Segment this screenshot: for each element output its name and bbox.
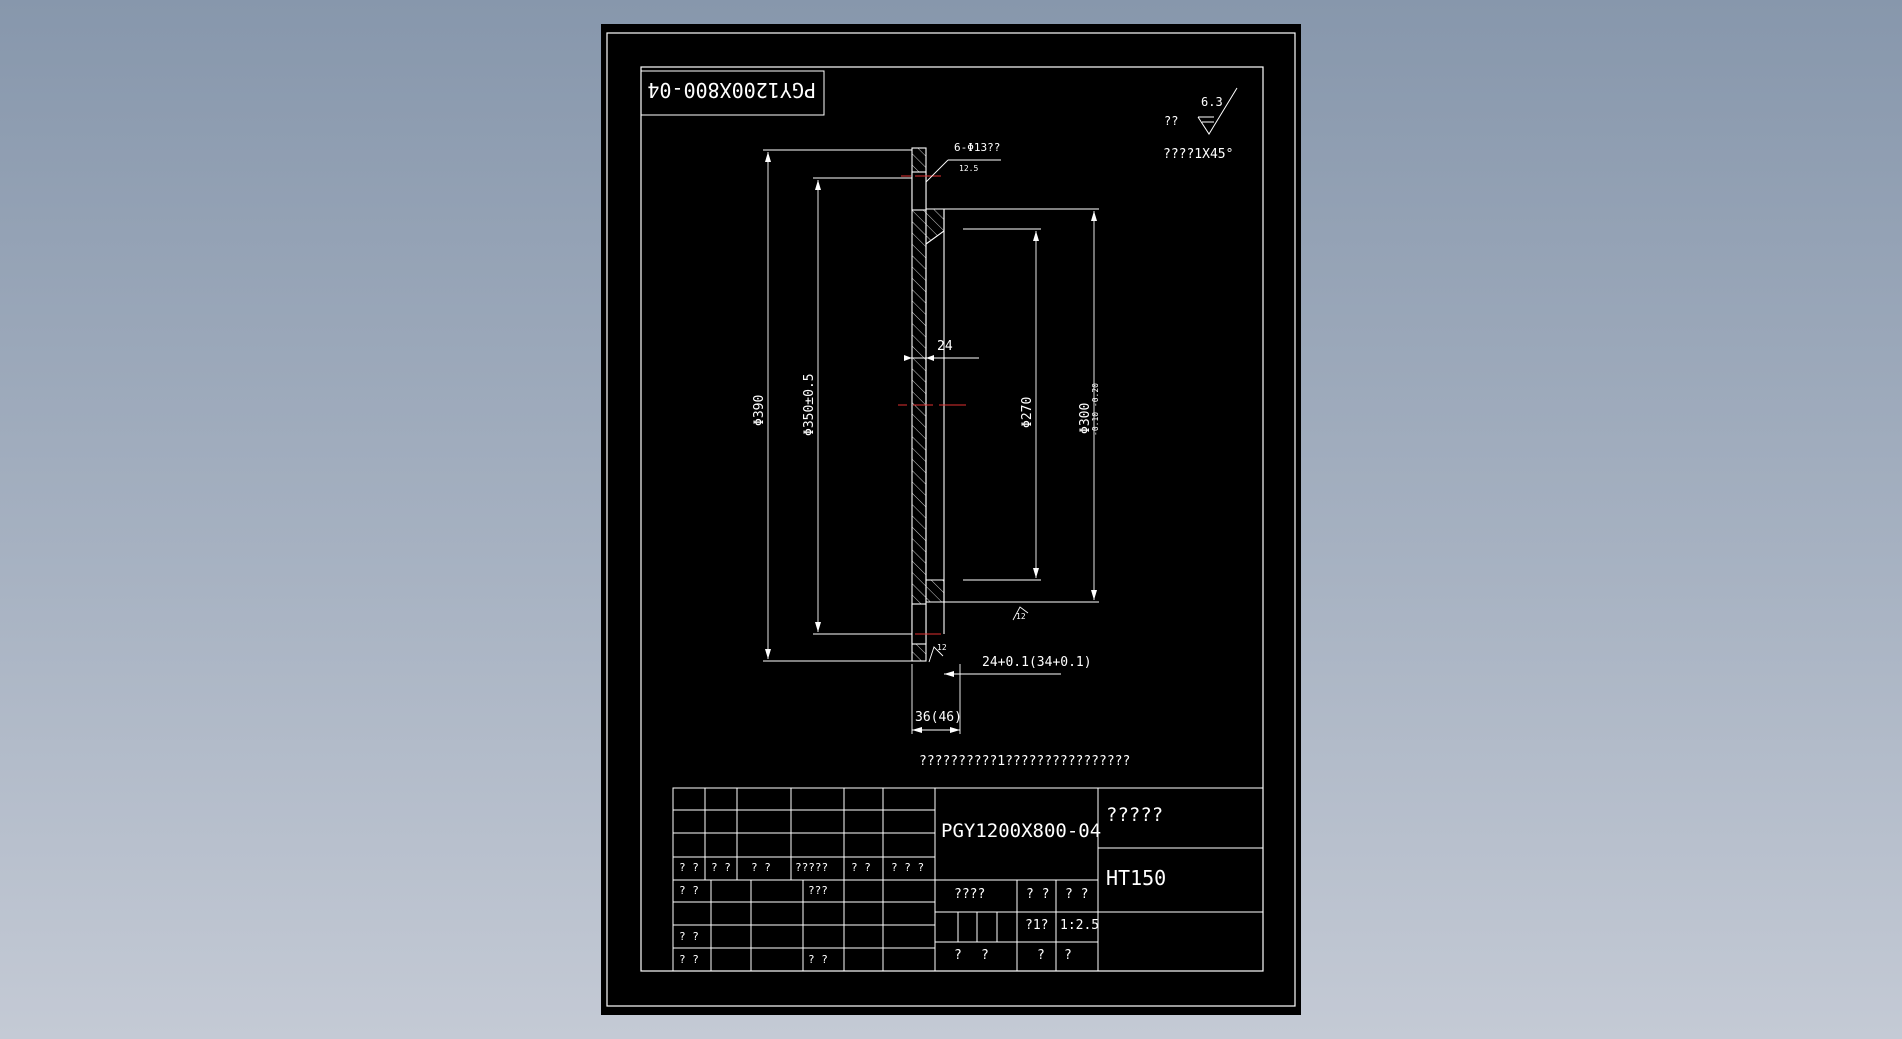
title-scale-label: ? ? (1065, 887, 1089, 902)
title-label-6: ? ? ? (891, 861, 925, 874)
chamfer-note: ????1X45° (1163, 147, 1234, 162)
bottom-roughness: 12 (1016, 612, 1026, 621)
title-label-4: ????? (795, 861, 829, 874)
title-extra-label: ??? (808, 884, 828, 897)
roughness-value: 6.3 (1201, 95, 1223, 109)
drawing-sheet: PGY1200X800-04 ?? 6.3 ????1X45° 6-Φ13?? … (601, 24, 1301, 1015)
title-material: HT150 (1106, 866, 1167, 890)
title-part-number: PGY1200X800-04 (941, 820, 1102, 842)
title-left-label-3: ? ? (679, 953, 699, 966)
title-sheet-count: ?1? (1025, 918, 1049, 933)
dim-d390: Φ390 (752, 394, 767, 426)
title-label-5: ? ? (851, 861, 871, 874)
lower-boss (925, 579, 945, 603)
title-label-3: ? ? (751, 861, 771, 874)
upper-boss (925, 208, 945, 246)
title-stage-label: ???? (954, 887, 986, 902)
title-bottom-label-4: ? (1064, 948, 1072, 963)
title-bottom-label-1: ? (954, 948, 962, 963)
title-left-label-1: ? ? (679, 884, 699, 897)
title-weight-label: ? ? (1026, 887, 1050, 902)
title-bottom-label-2: ? (981, 948, 989, 963)
dimension-lines (763, 149, 1099, 734)
outer-frame (606, 32, 1296, 1007)
part-number-mirrored: PGY1200X800-04 (647, 78, 816, 102)
drawing-canvas (606, 32, 1296, 1007)
lower-hole-section (911, 603, 927, 645)
dim-d270: Φ270 (1020, 396, 1035, 428)
centerlines (898, 175, 966, 635)
title-scale-value: 1:2.5 (1060, 918, 1100, 933)
hole-roughness: 12.5 (959, 164, 979, 173)
title-bottom-label-3: ? (1037, 948, 1045, 963)
title-block (672, 787, 1264, 972)
dim-24-tolerance: 24+0.1(34+0.1) (982, 655, 1092, 670)
part-section (911, 147, 963, 662)
dim-24: 24 (937, 339, 953, 354)
dim-d300-tolerance: -0.10 -0.20 (1091, 383, 1100, 436)
title-extra-label-2: ? ? (808, 953, 828, 966)
roughness-symbol (1197, 87, 1238, 135)
technical-note: ??????????1???????????????? (919, 754, 1131, 769)
title-left-label-2: ? ? (679, 930, 699, 943)
title-label-1: ? ? (679, 861, 699, 874)
title-label-2: ? ? (711, 861, 731, 874)
hole-callout: 6-Φ13?? (954, 141, 1001, 154)
title-part-name: ????? (1106, 804, 1164, 826)
upper-hole-section (911, 171, 927, 211)
roughness-label: ?? (1164, 114, 1179, 128)
dim-d350: Φ350±0.5 (802, 373, 817, 436)
dim-36-46: 36(46) (915, 710, 962, 725)
arrowheads (765, 152, 1097, 733)
part-number-box (640, 70, 825, 116)
flange-roughness: 12 (937, 643, 947, 652)
